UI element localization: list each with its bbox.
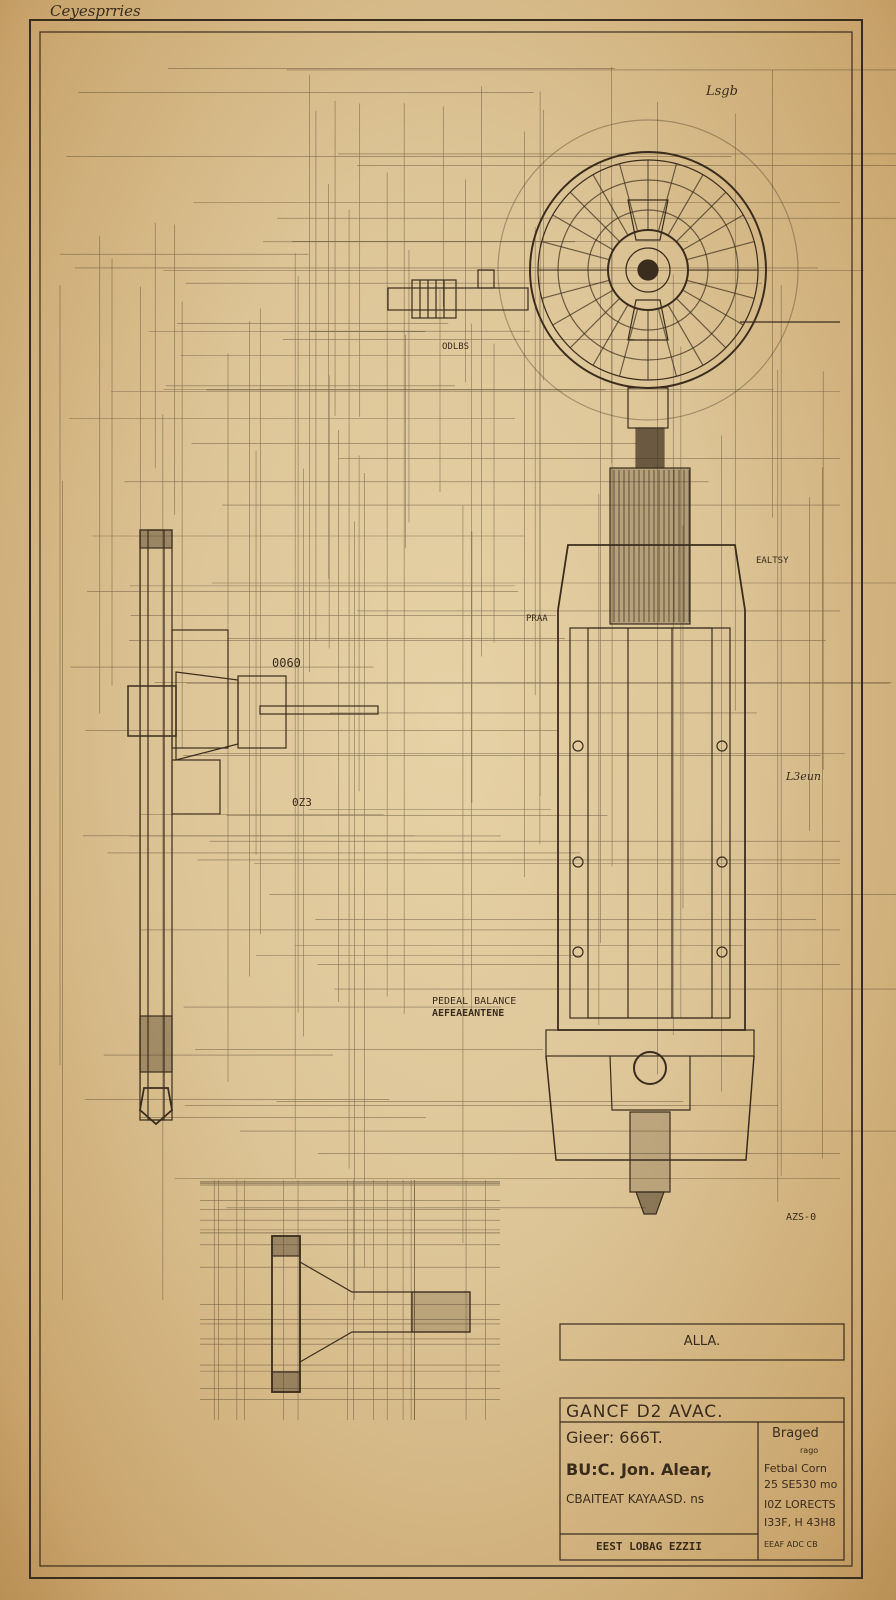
alla-box-label: ALLA. xyxy=(683,1334,721,1349)
author: BU:C. Jon. Alear, xyxy=(566,1460,713,1479)
annotation: AZS-0 xyxy=(786,1212,817,1223)
drawing-number: Gieer: 666T. xyxy=(566,1428,663,1447)
fan-drawing xyxy=(387,119,840,469)
annotation: AEFEAEANTENE xyxy=(432,1008,505,1019)
right-header: Braged xyxy=(772,1426,819,1441)
right-small: rago xyxy=(800,1446,819,1455)
annotation: 0060 xyxy=(272,656,301,670)
annotation: ODLBS xyxy=(442,342,470,352)
right-line: EEAF ADC CB xyxy=(764,1540,818,1549)
annotation: EALTSY xyxy=(756,556,789,566)
footer-text: EEST LOBAG EZZII xyxy=(596,1540,702,1553)
right-line: I0Z LORECTS xyxy=(764,1498,836,1511)
housing-drawing xyxy=(545,467,755,1215)
right-line: 25 SE530 mo xyxy=(764,1478,838,1491)
title-block-title: GANCF D2 AVAC. xyxy=(566,1402,724,1422)
annotation: PRAA xyxy=(526,614,548,624)
annotation: 0Z3 xyxy=(292,796,312,809)
annotation: PEDEAL BALANCE xyxy=(432,996,517,1007)
coupling-drawing xyxy=(271,1235,471,1393)
right-line: I33F, H 43H8 xyxy=(764,1516,836,1529)
annotation: L3eun xyxy=(786,770,821,783)
shaft-drawing xyxy=(127,529,379,1126)
top-label: Lsgb xyxy=(706,84,738,99)
right-line: Fetbal Corn xyxy=(764,1462,827,1475)
corner-label: Ceyesprries xyxy=(50,2,141,20)
subtitle: CBAITEAT KAYAASD. ns xyxy=(566,1492,705,1506)
